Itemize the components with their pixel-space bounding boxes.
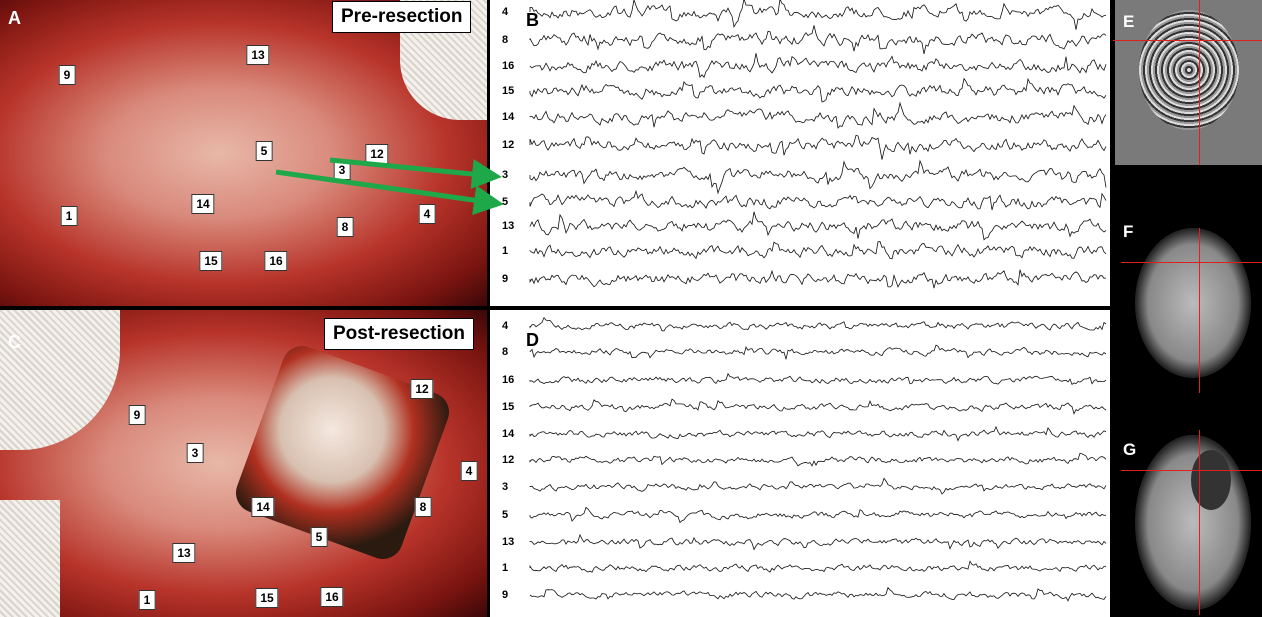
channel-label: 4 (502, 320, 509, 332)
gauze (0, 500, 60, 617)
eeg-trace-ch8 (529, 344, 1107, 360)
eeg-trace-ch16 (529, 53, 1107, 79)
electrode-label: 5 (310, 527, 328, 547)
electrode-label: 5 (255, 141, 273, 161)
channel-label: 3 (502, 169, 509, 181)
electrode-label: 9 (128, 405, 146, 425)
channel-label: 14 (502, 111, 515, 123)
panel-title-post: Post-resection (324, 318, 474, 350)
eeg-trace-ch4 (529, 0, 1107, 30)
eeg-trace-ch3 (529, 477, 1107, 495)
eeg-trace-ch13 (529, 533, 1107, 551)
electrode-label: 16 (320, 587, 344, 607)
eeg-trace-ch5 (529, 189, 1107, 211)
eeg-trace-ch12 (529, 452, 1107, 467)
channel-label: 5 (502, 196, 509, 208)
channel-label: 4 (502, 6, 509, 18)
channel-label: 16 (502, 60, 515, 72)
mri-panel-f: F (1113, 208, 1262, 398)
channel-label: 9 (502, 273, 509, 285)
panel-label-f: F (1123, 222, 1134, 241)
electrode-label: 16 (264, 251, 288, 271)
channel-label: 9 (502, 589, 509, 601)
channel-label: 13 (502, 536, 515, 548)
electrode-label: 9 (58, 65, 76, 85)
eeg-trace-ch4 (529, 316, 1107, 332)
eeg-trace-ch13 (529, 211, 1107, 241)
electrode-label: 3 (186, 443, 204, 463)
electrode-label: 13 (246, 45, 270, 65)
electrode-label: 1 (138, 590, 156, 610)
electrode-label: 1 (60, 206, 78, 226)
panel-title-pre: Pre-resection (332, 1, 472, 33)
eeg-trace-ch8 (529, 25, 1107, 54)
channel-label: 15 (502, 401, 515, 413)
eeg-trace-ch3 (529, 159, 1107, 195)
channel-label: 14 (502, 428, 515, 440)
channel-label: 13 (502, 220, 515, 232)
eeg-trace-ch1 (529, 241, 1107, 260)
mri-panel-e: E (1113, 0, 1262, 165)
gauze (0, 310, 120, 450)
channel-label: 1 (502, 562, 509, 574)
mri-panel-g: G (1113, 420, 1262, 617)
panel-label-b: B (526, 10, 539, 30)
channel-label: 1 (502, 245, 509, 257)
eeg-trace-ch12 (529, 134, 1107, 160)
eeg-pre-resection: B 4 8 16 15 14 12 3 5 13 1 9 (490, 0, 1110, 306)
channel-label: 8 (502, 346, 509, 358)
channel-label: 12 (502, 139, 515, 151)
pre-resection-photo: A Pre-resection (0, 0, 487, 306)
electrode-label: 4 (418, 204, 436, 224)
eeg-trace-ch9 (529, 586, 1107, 602)
eeg-trace-ch9 (529, 269, 1107, 289)
post-resection-photo: C Post-resection (0, 310, 487, 617)
electrode-label: 8 (336, 217, 354, 237)
electrode-label: 3 (333, 160, 351, 180)
electrode-label: 4 (460, 461, 478, 481)
channel-label: 3 (502, 481, 509, 493)
eeg-trace-ch16 (529, 372, 1107, 386)
eeg-trace-ch15 (529, 398, 1107, 415)
panel-label-d: D (526, 330, 539, 350)
panel-label-e: E (1123, 12, 1135, 31)
electrode-label: 13 (172, 543, 196, 563)
eeg-trace-ch5 (529, 506, 1107, 524)
electrode-label: 15 (255, 588, 279, 608)
eeg-trace-ch15 (529, 77, 1107, 103)
panel-label-a: A (8, 8, 21, 28)
electrode-label: 8 (414, 497, 432, 517)
eeg-trace-ch14 (529, 101, 1107, 129)
channel-label: 8 (502, 34, 509, 46)
eeg-post-resection: D 4 8 16 15 14 12 3 5 13 1 9 (490, 310, 1110, 617)
panel-label-g: G (1123, 440, 1137, 459)
eeg-trace-ch1 (529, 560, 1107, 573)
eeg-trace-ch14 (529, 425, 1107, 442)
resection-cavity (230, 340, 455, 565)
channel-label: 5 (502, 509, 509, 521)
panel-label-c: C (8, 332, 21, 352)
electrode-label: 12 (365, 144, 389, 164)
channel-label: 15 (502, 85, 515, 97)
electrode-label: 14 (191, 194, 215, 214)
electrode-label: 12 (410, 379, 434, 399)
electrode-label: 15 (199, 251, 223, 271)
channel-label: 12 (502, 454, 515, 466)
channel-label: 16 (502, 374, 515, 386)
electrode-label: 14 (251, 497, 275, 517)
